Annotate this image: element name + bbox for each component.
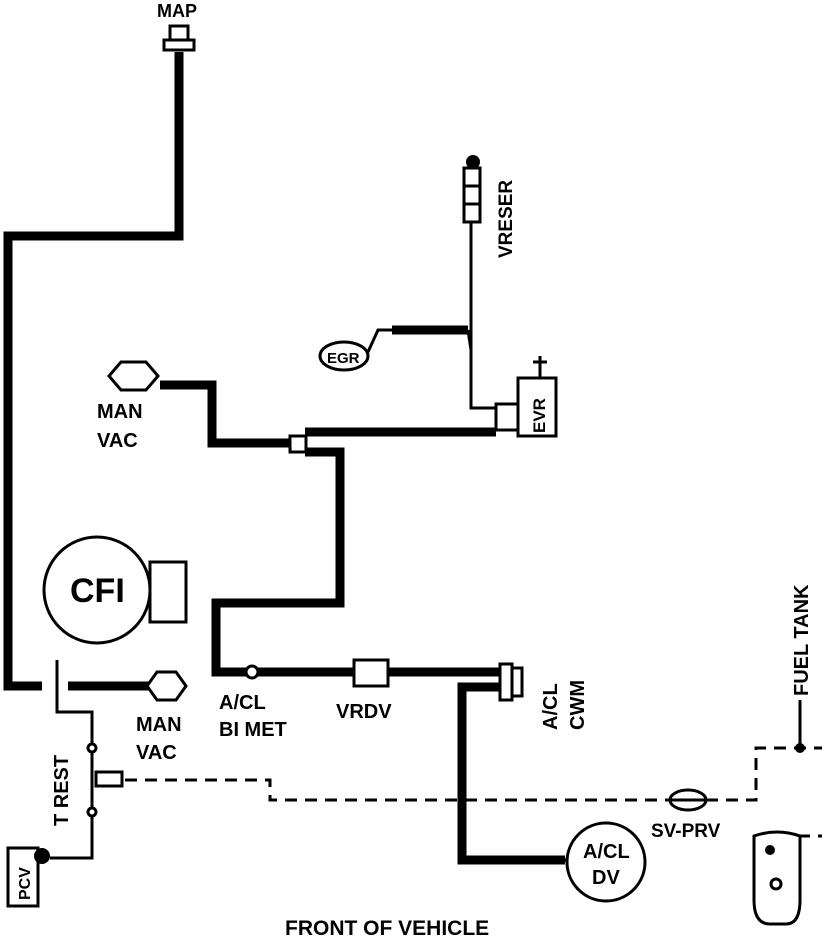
map-hose — [3, 52, 184, 691]
acl-bimet-label-line2: BI MET — [219, 719, 287, 741]
cwm-to-dv-hose — [457, 682, 565, 865]
vreser-label: VRESER — [496, 180, 517, 258]
acl-dv-label-line2: DV — [592, 867, 620, 889]
pcv-label: PCV — [17, 867, 34, 900]
fuel-canister — [752, 830, 802, 926]
tee-branch-hose — [466, 329, 473, 351]
evr-solenoid — [494, 356, 558, 438]
acl-bimet-label-line1: A/CL — [219, 692, 266, 714]
map-sensor-connector — [162, 24, 196, 52]
vrdv-valve — [352, 658, 390, 688]
acl-bimet-sensor — [244, 664, 260, 680]
t-rest-hose — [50, 660, 94, 860]
man-vac-label-top-line1: MAN — [97, 401, 143, 423]
fuel-tank-junction — [795, 743, 805, 753]
acl-cwm-label-line1: A/CL — [540, 683, 562, 730]
sv-prv-label: SV-PRV — [651, 821, 721, 842]
evr-label: EVR — [530, 398, 549, 433]
vreser-hose — [469, 222, 496, 410]
t-rest-restrictor — [86, 742, 124, 818]
egr-label: EGR — [327, 350, 360, 367]
man-vac-evr-hose — [160, 380, 290, 448]
man-vac-label-lower-line2: VAC — [136, 742, 177, 764]
acl-dv-diaphragm — [565, 821, 647, 903]
egr-valve — [318, 340, 370, 372]
man-vac-fitting-lower — [145, 670, 188, 702]
sv-prv-valve — [668, 788, 708, 812]
acl-cwm-motor — [498, 662, 524, 702]
cfi-label: CFI — [70, 572, 125, 610]
tee-fitting — [288, 434, 308, 454]
vacuum-reservoir — [462, 155, 482, 224]
pcv-valve — [6, 846, 50, 908]
map-label: MAP — [157, 1, 197, 21]
man-vac-fitting-top — [107, 360, 160, 392]
acl-cwm-label-line2: CWM — [567, 680, 589, 730]
man-vac-label-lower-line1: MAN — [136, 714, 182, 736]
man-vac-label-top-line2: VAC — [97, 430, 138, 452]
fuel-tank-label: FUEL TANK — [791, 584, 813, 696]
vrdv-label: VRDV — [336, 701, 392, 723]
front-of-vehicle-label: FRONT OF VEHICLE — [285, 917, 489, 938]
t-rest-label: T REST — [51, 755, 73, 826]
tee-to-vrdv-hose — [211, 447, 355, 677]
egr-branch-hose — [366, 328, 392, 353]
acl-dv-label-line1: A/CL — [583, 841, 630, 863]
cfi-unit — [42, 535, 188, 645]
